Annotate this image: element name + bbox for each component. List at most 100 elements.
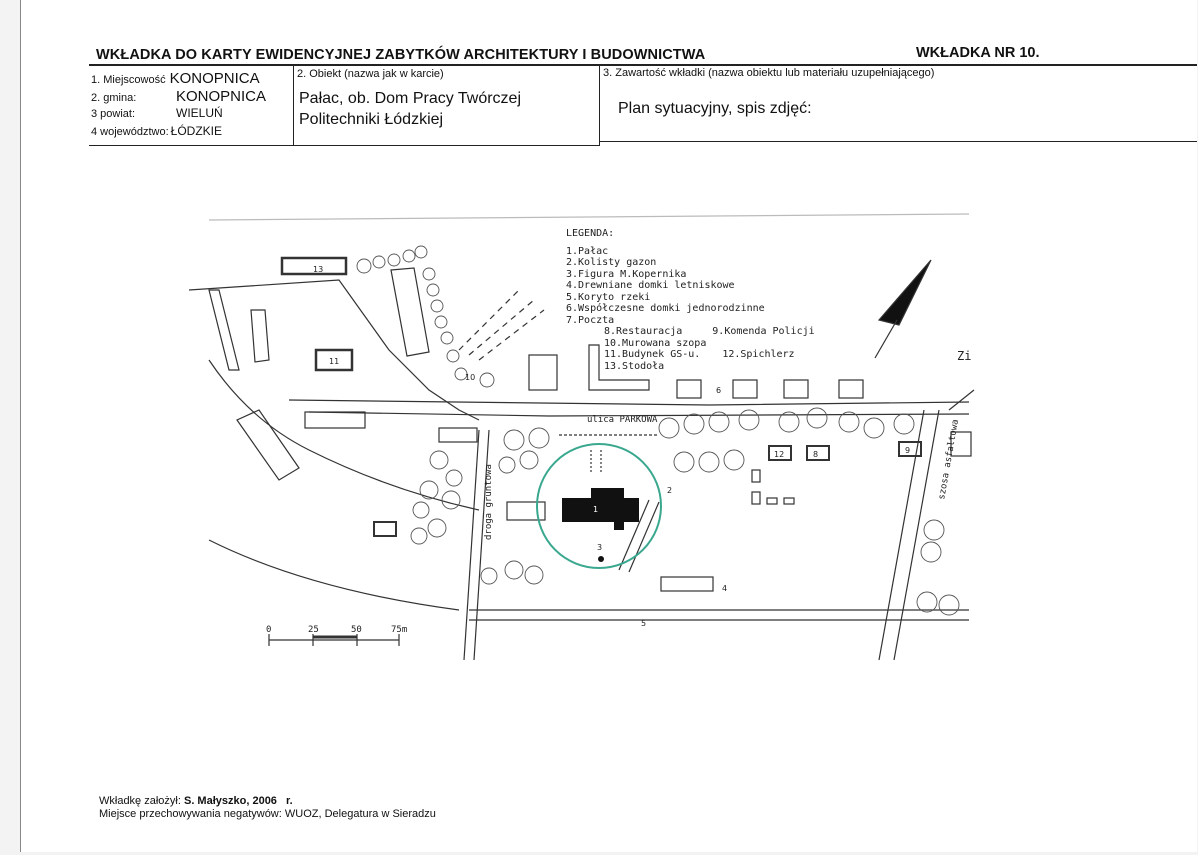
building-13 <box>280 256 348 276</box>
palace-building <box>562 488 639 530</box>
building-L <box>588 344 650 391</box>
scale-label-0: 0 <box>266 625 271 635</box>
north-arrow-stem <box>874 319 898 359</box>
asphalt-road-left <box>878 409 925 661</box>
legend-item-3: 3.Figura M.Kopernika <box>566 268 687 280</box>
building-11 <box>314 348 354 372</box>
small-block <box>304 411 366 429</box>
author-value: S. Małyszko, 2006 <box>183 795 277 807</box>
legend-item-2: 2.Kolisty gazon <box>566 257 657 268</box>
scale-label-25: 25 <box>308 625 319 635</box>
house-2 <box>732 379 758 399</box>
insert-number: WKŁADKA NR 10. <box>916 45 1040 61</box>
storage-label: Miejsce przechowywania negatywów: <box>99 808 282 820</box>
marker-9: 9 <box>905 446 910 455</box>
plan-frame-top <box>208 213 970 221</box>
building-8 <box>806 445 830 461</box>
building-4 <box>660 576 714 592</box>
oblique-building <box>236 409 300 481</box>
left-waterway <box>208 539 460 611</box>
gmina-label: 2. gmina: <box>91 92 137 104</box>
document-title: WKŁADKA DO KARTY EWIDENCYJNEJ ZABYTKÓW A… <box>96 47 706 63</box>
scale-tick-0 <box>268 634 400 646</box>
dashed-lines <box>458 289 545 361</box>
author-label: Wkładkę założył: <box>99 795 181 807</box>
contents-value: Plan sytuacyjny, spis zdjęć: <box>618 100 812 117</box>
dirt-road-label: droga gruntowa <box>484 464 494 540</box>
gazon-circle <box>536 443 662 569</box>
marker-2: 2 <box>667 486 672 495</box>
building-r-small-3 <box>766 497 778 505</box>
hedge-mid <box>590 450 602 472</box>
header-rule-top <box>89 64 1197 66</box>
storage-value: WUOZ, Delegatura w Sieradzu <box>284 808 436 820</box>
legend-item-1: 1.Pałac <box>566 245 609 257</box>
miejscowosc-value: KONOPNICA <box>169 70 260 87</box>
building-r-small-4 <box>783 497 795 505</box>
object-name-line-1: Pałac, ob. Dom Pracy Twórczej <box>299 90 522 107</box>
marker-3: 3 <box>597 543 602 552</box>
legend-title: LEGENDA: <box>566 228 615 239</box>
curved-road-left <box>208 359 480 511</box>
building-r-small-1 <box>751 469 761 483</box>
wojewodztwo-label: 4 województwo: <box>91 126 169 138</box>
legend-item-4: 4.Drewniane domki letniskowe <box>566 280 735 291</box>
legend-item-8: 8.Restauracja <box>604 326 683 337</box>
legend-item-11: 11.Budynek GS-u. <box>604 349 701 360</box>
right-building-1 <box>390 267 430 357</box>
marker-12: 12 <box>774 450 784 459</box>
storage-line: Miejsce przechowywania negatywów: WUOZ, … <box>99 808 436 820</box>
legend-item-12: 12.Spichlerz <box>722 349 795 360</box>
left-building-strip <box>208 289 240 371</box>
header-rule-bottom <box>89 145 599 146</box>
miejscowosc-label: 1. Miejscowość <box>91 74 166 86</box>
object-name-line-2: Politechniki Łódzkiej <box>299 111 444 128</box>
figure-3-dot <box>598 556 604 562</box>
object-name: Pałac, ob. Dom Pracy Twórczej Politechni… <box>299 88 521 130</box>
header-divider-2 <box>599 65 600 146</box>
author-line: Wkładkę założył: S. Małyszko, 2006 r. <box>99 795 293 807</box>
powiat-label: 3 powiat: <box>91 108 136 120</box>
legend-item-5: 5.Koryto rzeki <box>566 291 651 303</box>
marker-10: 10 <box>465 373 475 382</box>
gmina-value: KONOPNICA <box>176 88 267 105</box>
legend-item-9: 9.Komenda Policji <box>712 326 815 337</box>
street-parkowa: ulica PARKOWA <box>587 415 658 425</box>
marker-1: 1 <box>593 505 598 514</box>
asphalt-road-right <box>893 409 940 661</box>
site-plan: 13 11 10 6 12 8 9 2 1 3 4 5 0 25 50 75m … <box>189 213 975 661</box>
scale-label-75: 75m <box>391 625 407 635</box>
plan-legend: LEGENDA: 1.Pałac 2.Kolisty gazon 3.Figur… <box>566 228 815 372</box>
palace-path-right <box>628 501 660 573</box>
scale-label-50: 50 <box>351 625 362 635</box>
house-1 <box>676 379 702 399</box>
building-12 <box>768 445 792 461</box>
marker-4: 4 <box>722 584 727 593</box>
powiat-value: WIELUŃ <box>176 106 223 120</box>
building-r-small-2 <box>751 491 761 505</box>
park-outline <box>189 279 480 421</box>
building-9 <box>898 441 922 457</box>
plan-markers: 13 11 10 6 12 8 9 2 1 3 4 5 <box>313 265 910 628</box>
marker-13: 13 <box>313 265 323 274</box>
left-building-2 <box>250 309 270 363</box>
marker-6: 6 <box>716 386 721 395</box>
legend-item-13: 13.Stodoła <box>604 360 665 372</box>
north-arrow <box>877 259 932 326</box>
house-4 <box>838 379 864 399</box>
building-pair-left <box>528 354 558 391</box>
building-14-rect <box>373 521 397 537</box>
legend-item-10: 10.Murowana szopa <box>604 337 707 349</box>
legend-item-6: 6.Współczesne domki jednorodzinne <box>566 303 765 314</box>
main-road-upper <box>288 399 970 406</box>
dirt-road-right <box>473 429 490 661</box>
palace-path-left <box>618 499 650 571</box>
header-divider-1 <box>293 65 294 146</box>
marker-11: 11 <box>329 357 339 366</box>
legend-row-11-12: 11.Budynek GS-u. 12.Spichlerz <box>566 349 815 361</box>
annex-rect <box>506 501 546 521</box>
legend-item-7: 7.Poczta <box>566 314 615 326</box>
document-sheet: WKŁADKA DO KARTY EWIDENCYJNEJ ZABYTKÓW A… <box>20 0 1197 852</box>
wojewodztwo-value: ŁÓDZKIE <box>170 124 223 138</box>
